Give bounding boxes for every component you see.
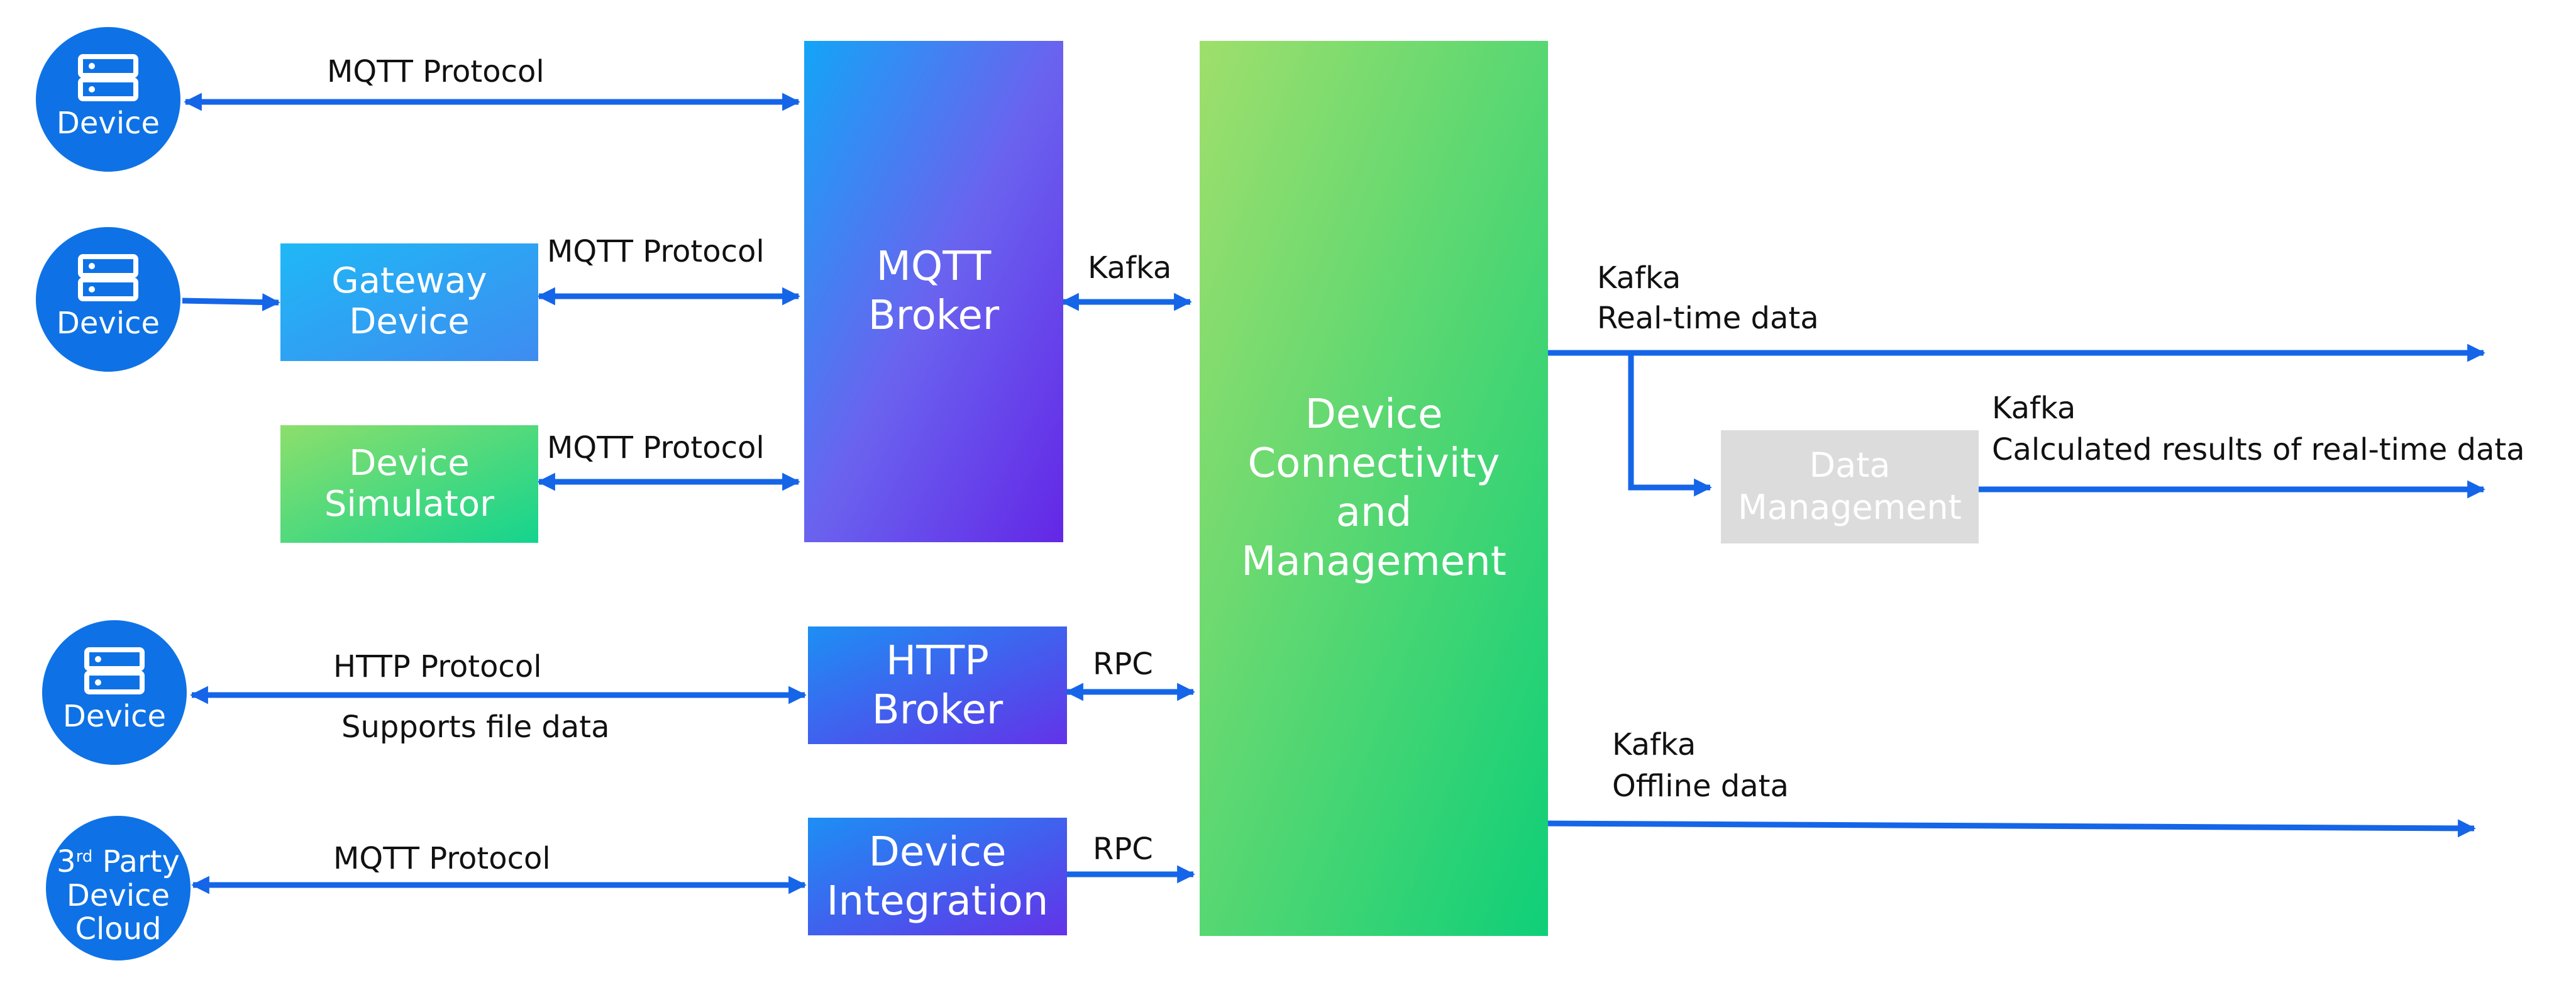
label-rpc-1: RPC xyxy=(1093,647,1153,682)
device-node-2: Device xyxy=(36,227,180,372)
simulator-line-1: Device xyxy=(349,443,470,484)
label-kafka-offline-2: Offline data xyxy=(1612,769,1789,804)
edge-realtime-to-data-management xyxy=(1628,353,1712,497)
device-node-3: Device xyxy=(42,620,187,765)
device-integration-line-2: Integration xyxy=(827,878,1049,925)
label-kafka-realtime-2: Real-time data xyxy=(1597,301,1819,336)
edge-dcm-offline-out xyxy=(1540,819,2476,838)
label-http-protocol: HTTP Protocol xyxy=(333,649,542,684)
label-kafka-offline-1: Kafka xyxy=(1612,727,1696,762)
device-connectivity-management-box: Device Connectivity and Management xyxy=(1200,41,1548,936)
data-management-box: Data Management xyxy=(1721,430,1979,543)
gateway-device-box: Gateway Device xyxy=(280,243,538,361)
device-2-label: Device xyxy=(57,306,160,341)
server-icon xyxy=(78,254,138,301)
edges xyxy=(182,92,2485,894)
edge-labels: MQTT Protocol MQTT Protocol MQTT Protoco… xyxy=(327,54,2525,876)
data-management-line-1: Data xyxy=(1810,445,1891,485)
label-kafka-calc-2: Calculated results of real-time data xyxy=(1992,432,2525,467)
http-broker-line-2: Broker xyxy=(872,687,1003,733)
device-integration-box: Device Integration xyxy=(808,818,1067,935)
mqtt-broker-box: MQTT Broker xyxy=(804,41,1063,542)
label-kafka-broker: Kafka xyxy=(1088,250,1171,286)
device-node-1: Device xyxy=(36,27,180,172)
http-broker-box: HTTP Broker xyxy=(808,626,1067,744)
dcm-line-1: Device xyxy=(1305,391,1443,438)
label-kafka-calc-1: Kafka xyxy=(1992,391,2076,426)
third-party-line-1: 3rd Party xyxy=(57,844,180,879)
server-icon xyxy=(78,54,138,101)
label-mqtt-protocol-4: MQTT Protocol xyxy=(333,841,551,876)
label-supports-file-data: Supports file data xyxy=(341,710,610,745)
data-management-line-2: Management xyxy=(1738,487,1962,527)
third-party-line-2: Device xyxy=(67,878,170,913)
label-mqtt-protocol-2: MQTT Protocol xyxy=(547,234,765,269)
dcm-line-4: Management xyxy=(1241,538,1506,585)
label-rpc-2: RPC xyxy=(1093,832,1153,867)
device-3-label: Device xyxy=(63,699,166,734)
label-mqtt-protocol-1: MQTT Protocol xyxy=(327,54,544,89)
device-1-label: Device xyxy=(57,106,160,141)
device-integration-line-1: Device xyxy=(869,829,1007,876)
label-mqtt-protocol-3: MQTT Protocol xyxy=(547,430,765,465)
mqtt-broker-line-1: MQTT xyxy=(876,243,992,290)
dcm-line-2: Connectivity xyxy=(1247,440,1500,487)
http-broker-line-1: HTTP xyxy=(886,638,989,684)
third-party-line-3: Cloud xyxy=(75,911,161,947)
third-party-device-cloud-node: 3rd Party Device Cloud xyxy=(46,816,191,960)
device-simulator-box: Device Simulator xyxy=(280,425,538,543)
simulator-line-2: Simulator xyxy=(324,484,495,525)
edge-device2-gateway xyxy=(182,293,280,311)
dcm-line-3: and xyxy=(1336,489,1412,536)
gateway-line-2: Device xyxy=(349,301,470,342)
server-icon xyxy=(84,647,145,694)
mqtt-broker-line-2: Broker xyxy=(868,292,1000,339)
label-kafka-realtime-1: Kafka xyxy=(1597,260,1681,296)
gateway-line-1: Gateway xyxy=(331,260,487,301)
